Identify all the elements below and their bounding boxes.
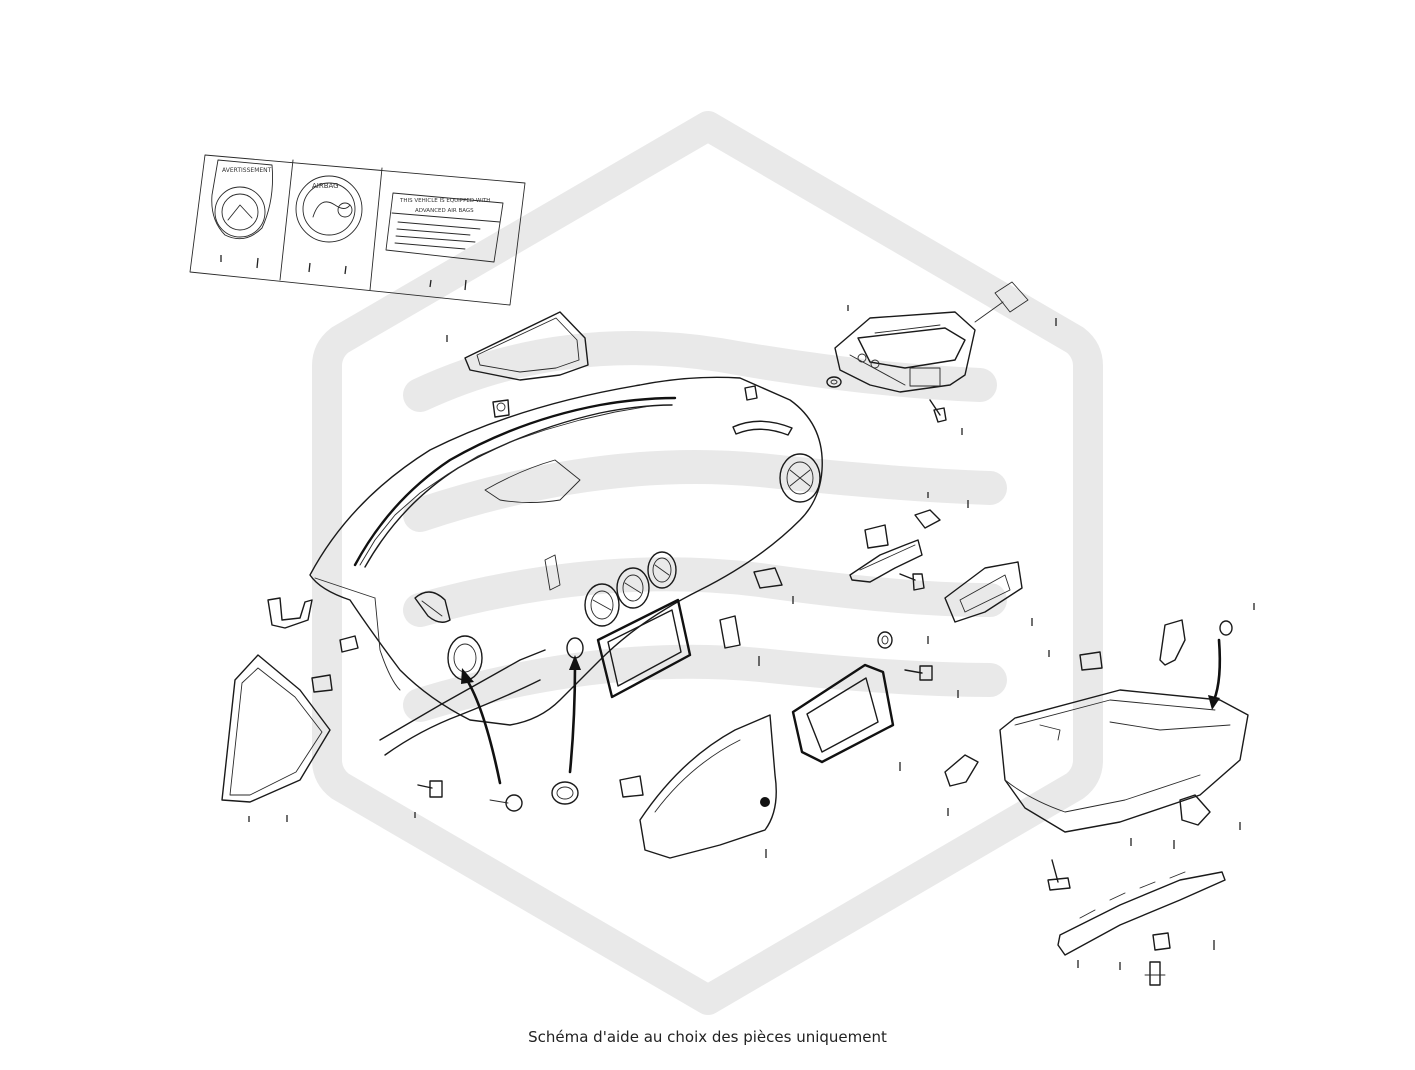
clip-part-3 [753,567,783,589]
clip-part [492,399,510,418]
clip-part-4 [719,615,760,666]
screw-part-5 [1047,859,1071,891]
screw-part-4 [414,780,443,818]
airbag-warning-label-1: AVERTISSEMENT [211,159,273,269]
bracket-assembly [849,492,969,583]
round-vent-right [779,453,821,503]
bracket-left [267,597,313,629]
center-vent-2 [616,567,650,609]
grommet-part [826,376,842,388]
left-vent [414,591,451,623]
grommet-part-2 [877,631,893,649]
screw-part-2 [899,573,925,591]
clip-part-5 [311,674,333,693]
label-2-header: AIRBAG [312,182,339,190]
warning-label-sheet: AVERTISSEMENT AIRBAG THIS VEHICLE IS EQU… [189,154,526,306]
latch-part [1159,619,1186,666]
glovebox-frame [1057,871,1226,968]
instrument-cluster [834,281,1057,393]
label-3-line-1: THIS VEHICLE IS EQUIPPED WITH [399,198,490,204]
glovebox-assembly [999,603,1255,849]
nut-part [1152,932,1171,951]
bumper-part [1219,620,1233,636]
display-surround [791,663,895,764]
airbag-warning-label-3: THIS VEHICLE IS EQUIPPED WITH ADVANCED A… [385,192,504,291]
screw-part-3 [904,665,933,681]
switch-panel [944,561,1033,626]
lower-console-trim [639,714,777,859]
airbag-warning-label-2: AIRBAG [295,175,363,275]
upper-trim-bezel [446,311,589,381]
center-display-frame [596,598,692,699]
bolt-part [489,794,523,812]
watermark-logo-icon [312,111,1103,1015]
clip-part-7 [1079,651,1103,671]
label-1-header: AVERTISSEMENT [222,167,272,174]
clip-part-2 [744,385,758,401]
vent-grommet-part [551,781,579,805]
switch-part-2 [944,754,979,816]
clip-part-6 [339,635,359,653]
label-3-line-2: ADVANCED AIR BAGS [415,208,474,214]
screw-part [929,399,963,435]
switch-part [619,775,644,798]
screw-part-6 [1144,961,1166,986]
center-vent-1 [584,583,620,627]
diagram-caption: Schéma d'aide au choix des pièces unique… [528,1028,887,1046]
left-end-panel [221,654,331,822]
center-vent-3 [647,551,677,589]
lock-cylinder-part [1179,794,1211,826]
